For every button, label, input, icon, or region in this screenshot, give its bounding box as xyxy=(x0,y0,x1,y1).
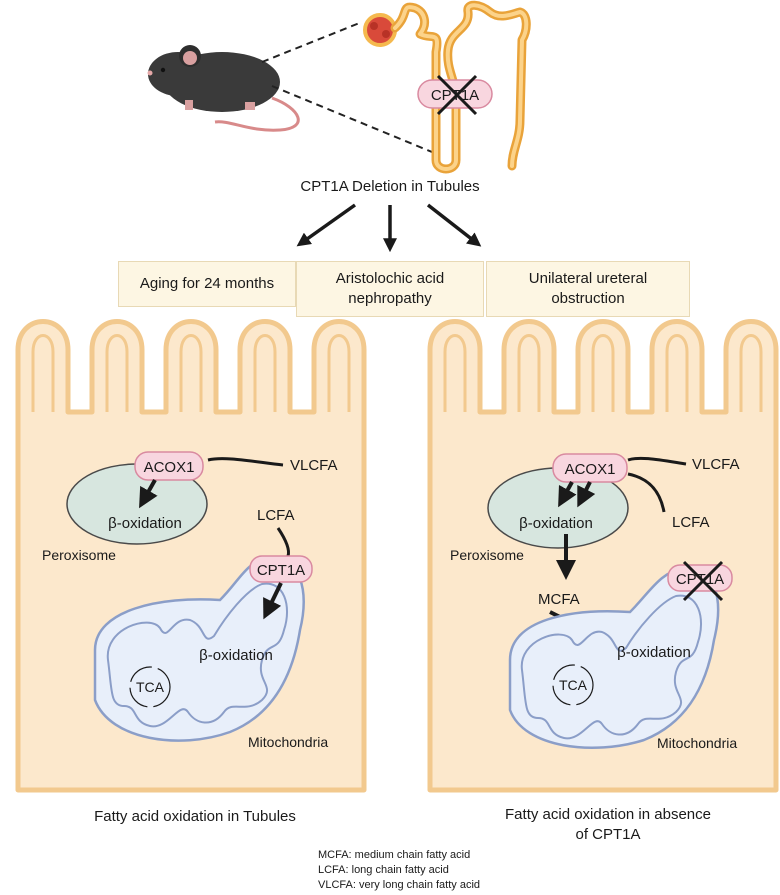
left-peroxisome-label: Peroxisome xyxy=(42,547,116,563)
condition-box-aging: Aging for 24 months xyxy=(118,261,296,307)
left-vlcfa-label: VLCFA xyxy=(290,457,338,474)
right-mito-process: β-oxidation xyxy=(617,644,691,661)
tubule-illustration xyxy=(363,0,531,174)
condition-aging-label: Aging for 24 months xyxy=(139,275,275,292)
right-vlcfa-label: VLCFA xyxy=(692,456,740,473)
right-cpt1a-deletion-cross-icon xyxy=(682,560,724,602)
left-mito-cristae xyxy=(106,582,288,728)
abbreviation-legend: MCFA: medium chain fatty acid LCFA: long… xyxy=(318,848,480,893)
right-mitochondrion xyxy=(508,566,720,750)
left-tca-cycle-icon xyxy=(129,666,171,708)
left-cell-caption: Fatty acid oxidation in Tubules xyxy=(94,808,296,825)
left-lcfa-line xyxy=(276,527,290,557)
zoom-line-bottom xyxy=(271,85,433,153)
left-mito-process: β-oxidation xyxy=(199,647,273,664)
left-lcfa-label: LCFA xyxy=(257,507,295,524)
legend-lcfa: LCFA: long chain fatty acid xyxy=(318,864,449,876)
left-cpt1a-label: CPT1A xyxy=(257,562,305,579)
right-caption-line-2: of CPT1A xyxy=(575,826,641,843)
arrow-to-aging xyxy=(296,203,357,247)
right-caption-line-1: Fatty acid oxidation in absence xyxy=(505,806,711,823)
right-vlcfa-line xyxy=(627,456,687,466)
right-mito-label: Mitochondria xyxy=(657,735,737,751)
kidney-deletion-cross-icon xyxy=(436,74,478,116)
right-tca-cycle-icon xyxy=(552,664,594,706)
legend-mcfa: MCFA: medium chain fatty acid xyxy=(318,849,471,861)
right-mito-cristae xyxy=(520,594,702,740)
right-mcfa-label: MCFA xyxy=(538,591,580,608)
right-lcfa-label: LCFA xyxy=(672,514,710,531)
left-mitochondrion xyxy=(93,556,305,742)
zoom-line-top xyxy=(261,21,363,63)
condition-uuo-label: Unilateral ureteral obstruction xyxy=(528,270,648,307)
right-lcfa-line xyxy=(627,472,666,513)
right-peroxisome-process: β-oxidation xyxy=(519,515,593,532)
left-acox1-label: ACOX1 xyxy=(144,459,195,476)
right-cell-caption: Fatty acid oxidation in absence of CPT1A xyxy=(440,805,776,845)
left-peroxisome-process: β-oxidation xyxy=(108,515,182,532)
right-tca-label: TCA xyxy=(559,677,588,693)
right-peroxisome-label: Peroxisome xyxy=(450,547,524,563)
condition-box-aa-nephropathy: Aristolochic acid nephropathy xyxy=(296,261,484,317)
deletion-title: CPT1A Deletion in Tubules xyxy=(300,178,479,195)
condition-aa-nephropathy-label: Aristolochic acid nephropathy xyxy=(335,270,445,307)
legend-vlcfa: VLCFA: very long chain fatty acid xyxy=(318,879,481,891)
left-mito-label: Mitochondria xyxy=(248,734,328,750)
right-acox1-label: ACOX1 xyxy=(565,461,616,478)
condition-box-uuo: Unilateral ureteral obstruction xyxy=(486,261,690,317)
right-peroxisome-arrow-2 xyxy=(577,481,596,508)
right-peroxisome-arrow-1 xyxy=(558,481,577,508)
arrow-to-uuo xyxy=(426,203,482,247)
left-vlcfa-line xyxy=(207,457,284,467)
left-tca-label: TCA xyxy=(136,679,165,695)
mouse-illustration xyxy=(147,45,300,132)
left-mito-arrow xyxy=(263,582,283,620)
left-cpt1a-badge xyxy=(249,555,313,583)
left-acox1-badge xyxy=(134,451,204,481)
left-peroxisome-arrow xyxy=(139,479,158,509)
